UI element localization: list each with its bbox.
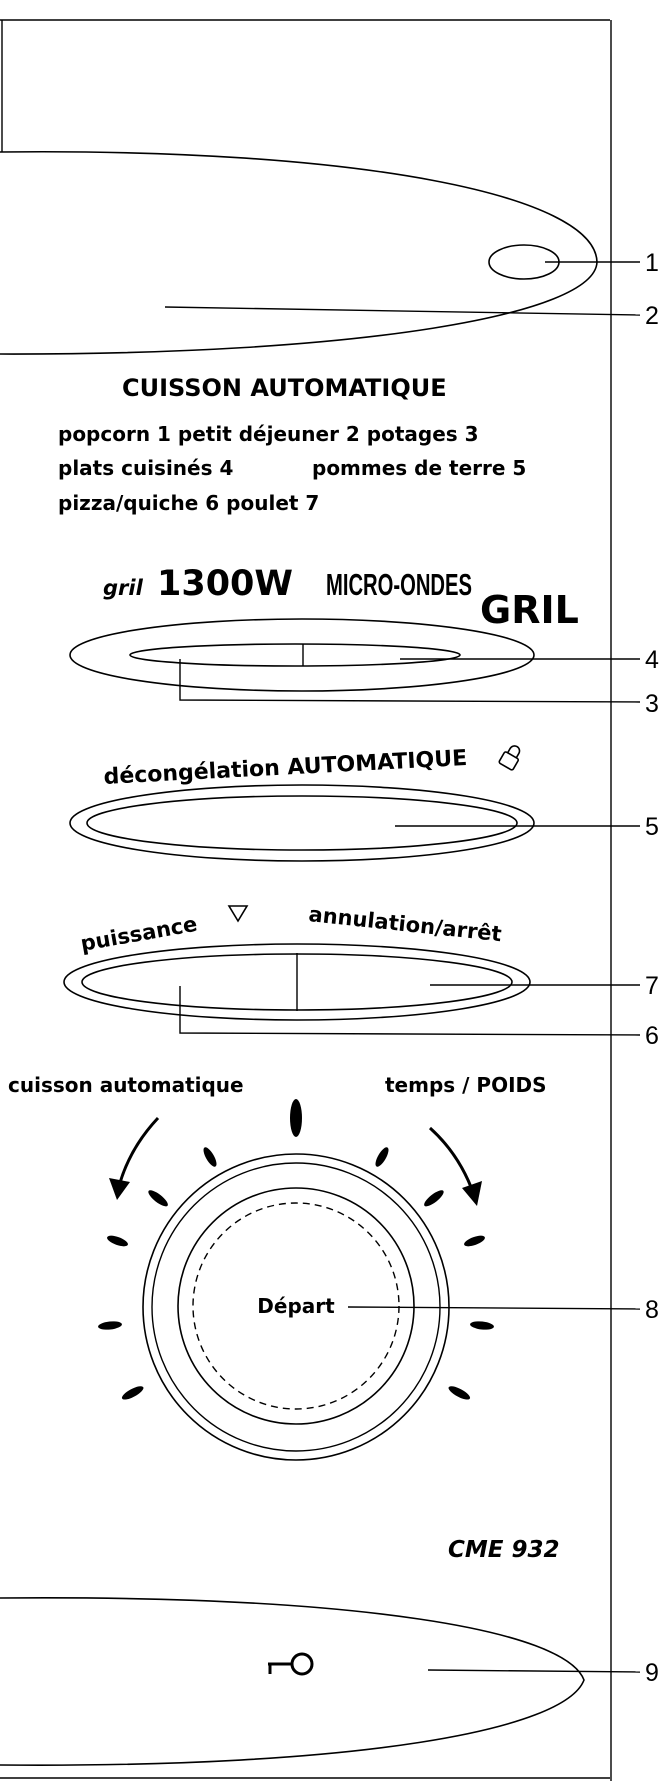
- callout-7: 7: [645, 972, 659, 1000]
- triangle-down-icon: [227, 905, 249, 923]
- callout-leader-3: [179, 659, 641, 703]
- lock-icon: [498, 745, 521, 771]
- callout-leader-6: [179, 986, 641, 1036]
- dial-tick-3: [203, 1147, 217, 1167]
- dial-tick-4: [424, 1190, 444, 1207]
- callout-1: 1: [645, 249, 659, 277]
- dial-tick-7: [107, 1235, 128, 1247]
- cancel-stop-label: annulation/arrêt: [307, 902, 502, 946]
- grill-microwave-button-inner[interactable]: [129, 643, 461, 667]
- rotate-left-arrow-icon: [116, 1116, 160, 1191]
- callout-5: 5: [645, 813, 659, 841]
- auto-cook-programs-line-2a: plats cuisinés 4: [58, 456, 233, 480]
- callout-leader-8: [347, 1306, 641, 1310]
- callout-9: 9: [645, 1659, 659, 1687]
- rotate-right-arrow-icon: [428, 1126, 476, 1196]
- door-handle-panel[interactable]: [0, 1597, 585, 1766]
- dial-left-label: cuisson automatique: [8, 1073, 244, 1097]
- rotate-right-arrowhead: [462, 1181, 482, 1206]
- auto-cook-programs-line-1: popcorn 1 petit déjeuner 2 potages 3: [58, 422, 479, 446]
- dial-right-label: temps / POIDS: [385, 1073, 547, 1097]
- dial-tick-5: [148, 1190, 168, 1207]
- callout-2: 2: [645, 302, 659, 330]
- auto-cook-programs-line-3: pizza/quiche 6 poulet 7: [58, 491, 319, 515]
- dial-tick-1: [290, 1099, 302, 1137]
- model-number: CME 932: [448, 1537, 560, 1563]
- dial-tick-9: [98, 1321, 122, 1330]
- power-rating-label: 1300W: [157, 564, 293, 604]
- start-knob[interactable]: [177, 1187, 415, 1425]
- key-icon: [268, 1652, 314, 1676]
- dial-tick-2: [375, 1147, 389, 1167]
- callout-8: 8: [645, 1296, 659, 1324]
- start-label: Départ: [257, 1294, 335, 1318]
- auto-cook-heading: CUISSON AUTOMATIQUE: [122, 374, 447, 402]
- defrost-label: décongélation AUTOMATIQUE: [103, 746, 468, 790]
- dial-tick-11: [121, 1386, 144, 1400]
- dial-tick-6: [464, 1235, 485, 1247]
- callout-leader-2: [164, 306, 641, 316]
- start-knob-inner-dashed: [192, 1202, 400, 1410]
- callout-4: 4: [645, 646, 659, 674]
- dial-tick-10: [448, 1386, 471, 1400]
- auto-cook-programs-line-2b: pommes de terre 5: [312, 456, 526, 480]
- dial-tick-8: [470, 1321, 494, 1330]
- callout-3: 3: [645, 690, 659, 718]
- grill-small-label: gril: [103, 576, 144, 600]
- rotate-left-arrowhead: [109, 1178, 130, 1200]
- callout-leader-9: [427, 1669, 641, 1673]
- dial-tick-marks: [98, 1099, 494, 1400]
- grill-big-label: GRIL: [480, 588, 579, 632]
- defrost-button-inner[interactable]: [86, 795, 518, 851]
- micro-ondes-label: MICRO-ONDES: [326, 567, 472, 602]
- callout-6: 6: [645, 1022, 659, 1050]
